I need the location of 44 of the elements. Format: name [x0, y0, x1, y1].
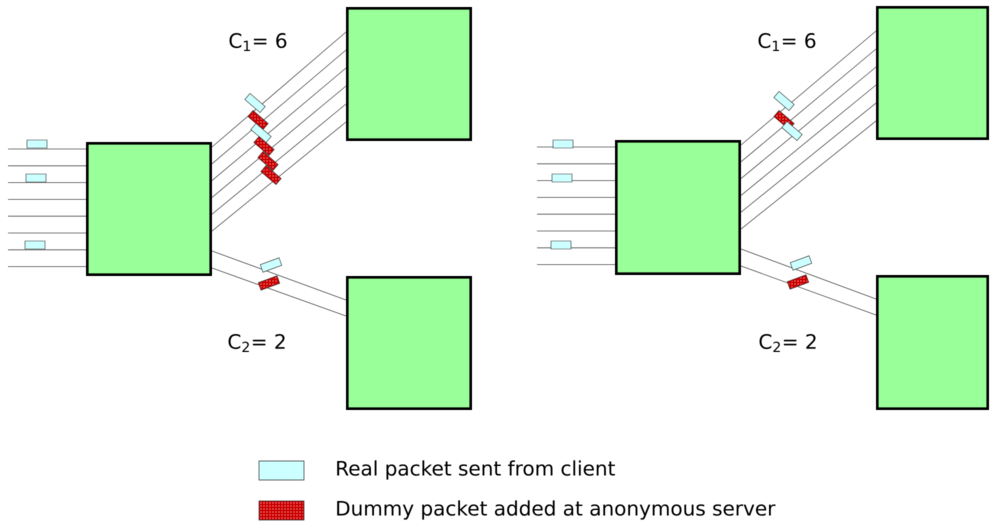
- server-box: [346, 7, 472, 141]
- link-line: [536, 214, 616, 215]
- capacity-label: C$_{2}$= 2: [760, 334, 816, 352]
- link-line: [536, 247, 616, 248]
- server-box: [876, 275, 990, 410]
- server-box: [346, 276, 472, 410]
- link-line: [740, 30, 876, 146]
- link-line: [212, 86, 346, 198]
- link-line: [8, 266, 86, 267]
- capacity-label: C$_{1}$= 6: [758, 33, 816, 51]
- link-line: [8, 199, 86, 200]
- link-line: [740, 248, 876, 300]
- link-line: [740, 102, 876, 213]
- link-line: [536, 146, 616, 148]
- link-line: [212, 32, 346, 148]
- link-line: [740, 48, 876, 162]
- link-line: [8, 232, 86, 234]
- link-line: [740, 120, 876, 230]
- link-line: [212, 250, 346, 300]
- link-line: [212, 68, 346, 181]
- link-line: [212, 50, 346, 164]
- server-box: [86, 142, 212, 276]
- link-line: [536, 230, 616, 232]
- link-line: [212, 104, 346, 215]
- link-line: [740, 84, 876, 196]
- server-box: [876, 6, 990, 140]
- link-line: [8, 249, 86, 250]
- link-line: [536, 180, 616, 181]
- capacity-label: C$_{2}$= 2: [228, 334, 285, 352]
- server-box: [615, 140, 741, 275]
- legend-text: Dummy packet added at anonymous server: [337, 500, 776, 520]
- link-line: [8, 216, 86, 217]
- link-line: [536, 163, 616, 164]
- link-line: [536, 197, 616, 198]
- legend-text: Real packet sent from client: [337, 460, 615, 480]
- link-line: [8, 182, 86, 183]
- link-line: [740, 266, 876, 316]
- link-line: [212, 122, 346, 232]
- capacity-label: C$_{1}$= 6: [230, 33, 286, 51]
- link-line: [8, 148, 86, 150]
- link-line: [8, 165, 86, 166]
- link-line: [740, 66, 876, 179]
- link-line: [536, 264, 616, 265]
- link-line: [212, 268, 346, 316]
